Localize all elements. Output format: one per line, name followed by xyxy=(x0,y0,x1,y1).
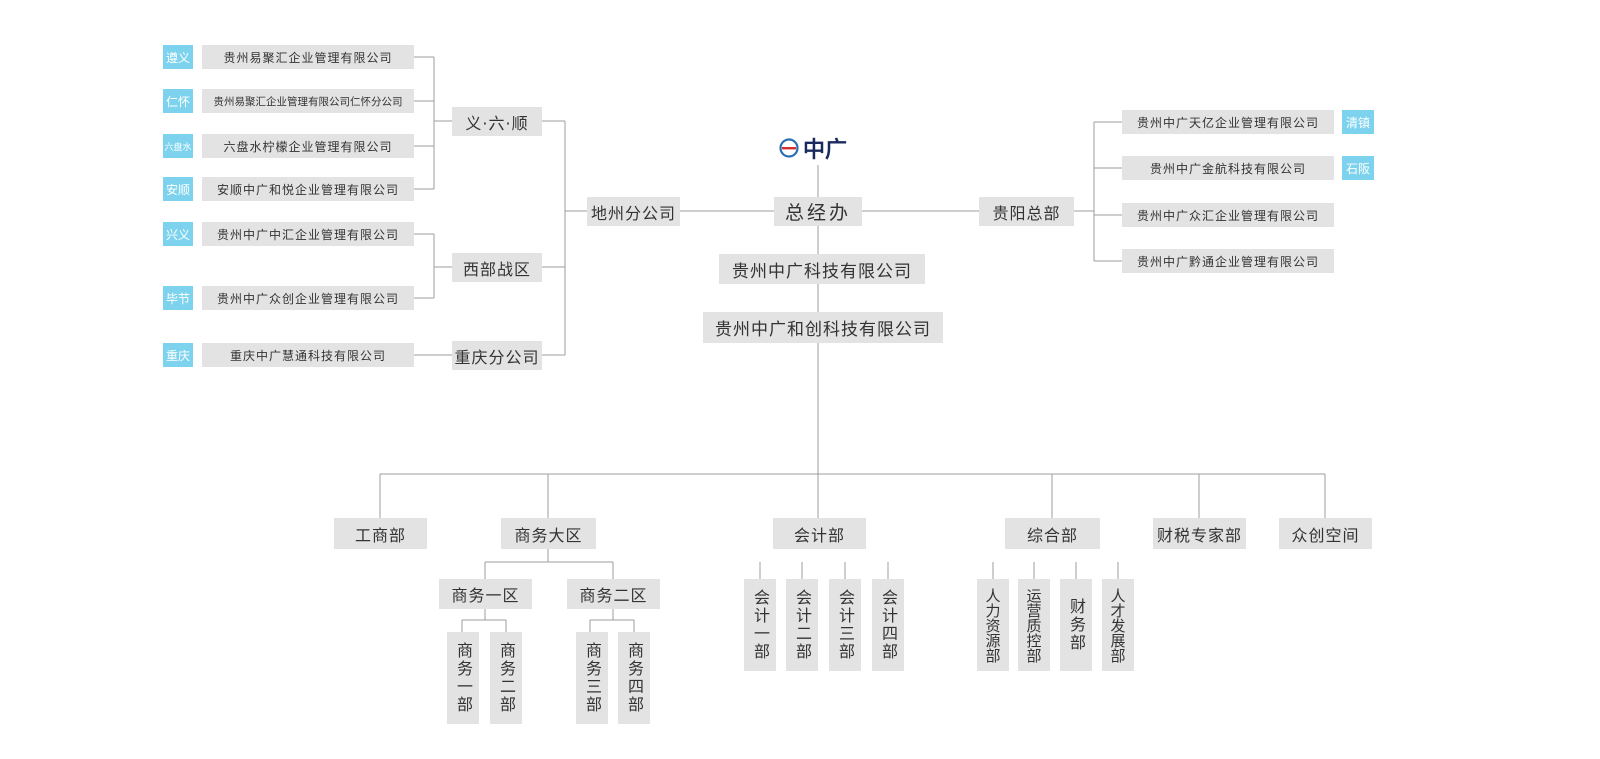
dept-general: 综合部 xyxy=(1005,518,1100,549)
ceo-office: 总经办 xyxy=(774,197,862,226)
branch-company: 六盘水柠檬企业管理有限公司 xyxy=(202,134,414,158)
hq-company: 贵州中广天亿企业管理有限公司 xyxy=(1122,110,1334,134)
accounting-dept-leaf: 会计一部 xyxy=(744,579,776,671)
hq-company: 贵州中广黔通企业管理有限公司 xyxy=(1122,249,1334,273)
logo-text: 中广 xyxy=(802,138,847,163)
group-yi-liu-shun: 义·六·顺 xyxy=(452,107,542,136)
branch-root: 地州分公司 xyxy=(587,197,680,226)
location-tag: 安顺 xyxy=(163,177,193,201)
dept-business-registration: 工商部 xyxy=(334,518,427,549)
location-tag: 重庆 xyxy=(163,343,193,367)
business-dept-leaf: 商务一部 xyxy=(447,632,479,724)
location-tag: 清镇 xyxy=(1342,110,1374,134)
company-logo: 中广 xyxy=(771,131,855,165)
branch-company: 安顺中广和悦企业管理有限公司 xyxy=(202,177,414,201)
company-zhongguang-hechuang: 贵州中广和创科技有限公司 xyxy=(703,312,943,343)
logo-mark-icon xyxy=(779,138,799,158)
branch-company: 重庆中广慧通科技有限公司 xyxy=(202,343,414,367)
location-tag: 石阪 xyxy=(1342,156,1374,180)
location-tag: 六盘水 xyxy=(163,134,193,158)
location-tag: 遵义 xyxy=(163,45,193,69)
general-dept-leaf: 运营质控部 xyxy=(1018,579,1050,671)
dept-tax-experts: 财税专家部 xyxy=(1153,518,1246,549)
branch-company: 贵州中广中汇企业管理有限公司 xyxy=(202,222,414,246)
business-dept-leaf: 商务二部 xyxy=(490,632,522,724)
general-dept-leaf: 财务部 xyxy=(1060,579,1092,671)
business-dept-leaf: 商务三部 xyxy=(576,632,608,724)
dept-business-region: 商务大区 xyxy=(501,518,596,549)
dept-co-working: 众创空间 xyxy=(1279,518,1372,549)
branch-company: 贵州易聚汇企业管理有限公司仁怀分公司 xyxy=(202,89,414,113)
location-tag: 毕节 xyxy=(163,286,193,310)
dept-accounting: 会计部 xyxy=(773,518,866,549)
branch-company: 贵州易聚汇企业管理有限公司 xyxy=(202,45,414,69)
business-zone-2: 商务二区 xyxy=(567,579,660,609)
business-zone-1: 商务一区 xyxy=(439,579,532,609)
business-dept-leaf: 商务四部 xyxy=(618,632,650,724)
location-tag: 兴义 xyxy=(163,222,193,246)
group-chongqing: 重庆分公司 xyxy=(452,341,542,370)
company-zhongguang-tech: 贵州中广科技有限公司 xyxy=(719,254,925,284)
hq-company: 贵州中广众汇企业管理有限公司 xyxy=(1122,203,1334,227)
location-tag: 仁怀 xyxy=(163,89,193,113)
branch-company: 贵州中广众创企业管理有限公司 xyxy=(202,286,414,310)
guiyang-hq: 贵阳总部 xyxy=(979,197,1074,226)
accounting-dept-leaf: 会计三部 xyxy=(829,579,861,671)
accounting-dept-leaf: 会计二部 xyxy=(786,579,818,671)
accounting-dept-leaf: 会计四部 xyxy=(872,579,904,671)
hq-company: 贵州中广金航科技有限公司 xyxy=(1122,156,1334,180)
group-west-zone: 西部战区 xyxy=(452,253,542,282)
general-dept-leaf: 人力资源部 xyxy=(977,579,1009,671)
general-dept-leaf: 人才发展部 xyxy=(1102,579,1134,671)
